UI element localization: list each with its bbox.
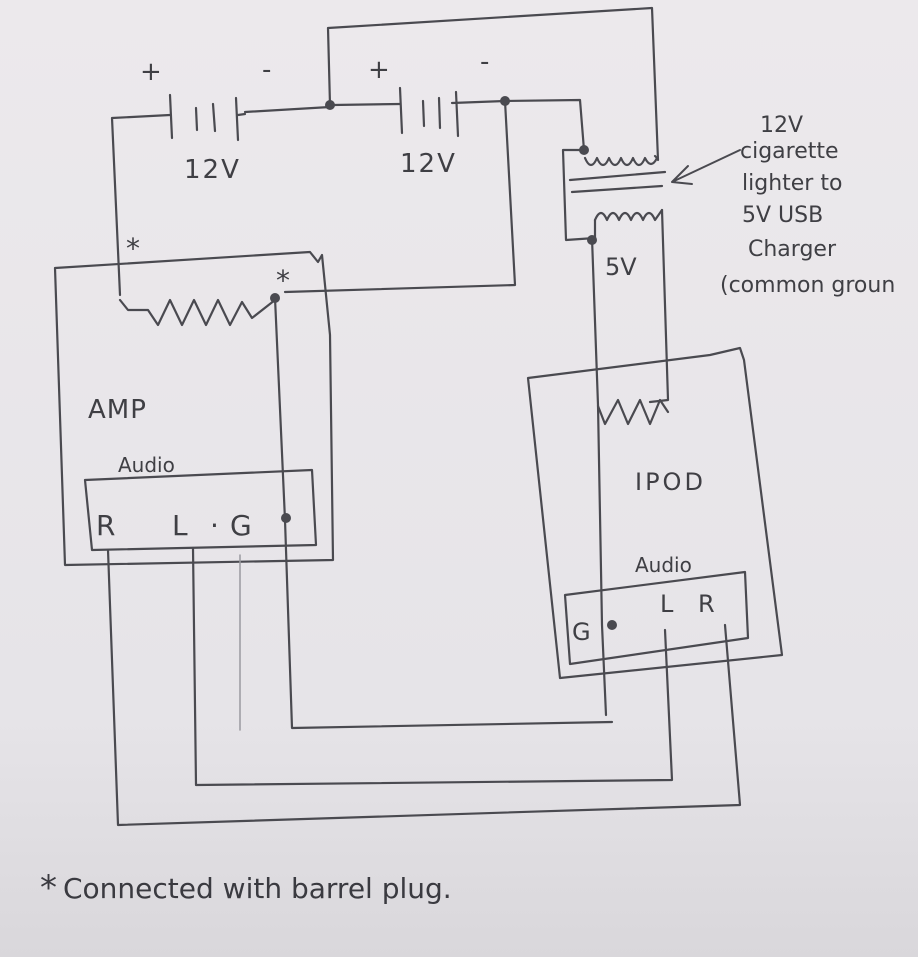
note-text: Connected with barrel plug. [63,871,452,905]
battery-left-plus: + [140,57,162,87]
charger-line-2: cigarette [740,139,839,164]
charger-line-4: 5V USB [742,203,823,228]
battery-left-voltage: 12V [184,155,241,185]
cable-right-channel [106,548,742,827]
charger-line-3: lighter to [742,171,842,196]
wire-bat2-minus [450,98,586,152]
amp-audio-box [83,468,318,552]
wire-top-left [110,113,172,297]
cable-left-channel [191,546,674,787]
amp-box [53,250,335,567]
ipod-terminal-r: R [698,590,715,618]
amp-resistor [118,298,277,327]
charger-line-6: (common groun [720,273,895,298]
ipod-terminal-l: L [660,590,674,618]
charger-arrow [671,149,741,185]
charger-line-5: Charger [748,237,837,262]
wire-amp-ground [273,296,614,730]
ipod-audio-box [563,570,750,666]
wire-top-loop [326,6,660,162]
battery-left-minus: - [262,55,271,85]
junction-dot [607,620,617,630]
battery-right-plates [398,86,460,138]
junction-dot [281,513,291,523]
ipod-resistor [596,398,670,426]
junction-dot [325,100,335,110]
battery-right-plus: + [368,55,390,85]
junction-dot [587,235,597,245]
battery-right-voltage: 12V [400,149,457,179]
ipod-label: IPOD [635,468,706,496]
charger-coil-bottom [593,208,664,222]
amp-terminal-l: L [172,509,188,542]
junction-dot [270,293,280,303]
barrel-marker-amp-left: * [126,232,140,265]
note-marker: * [40,868,57,908]
legend-note: * Connected with barrel plug. [40,868,452,908]
junction-dot [579,145,589,155]
charger-line-1: 12V [760,113,803,138]
battery-right-minus: - [480,47,489,77]
charger-core [568,170,667,194]
amp-audio-label: Audio [118,453,175,477]
ipod-audio-label: Audio [635,553,692,577]
ipod-terminal-g: G [572,618,591,646]
junction-dot [500,96,510,106]
amp-terminal-g: G [230,509,252,542]
battery-left-plates [168,93,240,142]
wire-5v-out [648,208,670,404]
wire-charger-ground [561,148,597,242]
wire-bat2-down [283,99,517,294]
amp-terminal-r: R [96,509,115,542]
amp-label: AMP [88,395,147,425]
ipod-box [526,346,784,680]
charger-output-label: 5V [605,253,637,281]
barrel-marker-amp-right: * [276,264,290,297]
charger-coil-top [583,154,659,167]
amp-terminal-dot: · [210,509,219,542]
wire-5v-return [590,236,608,717]
